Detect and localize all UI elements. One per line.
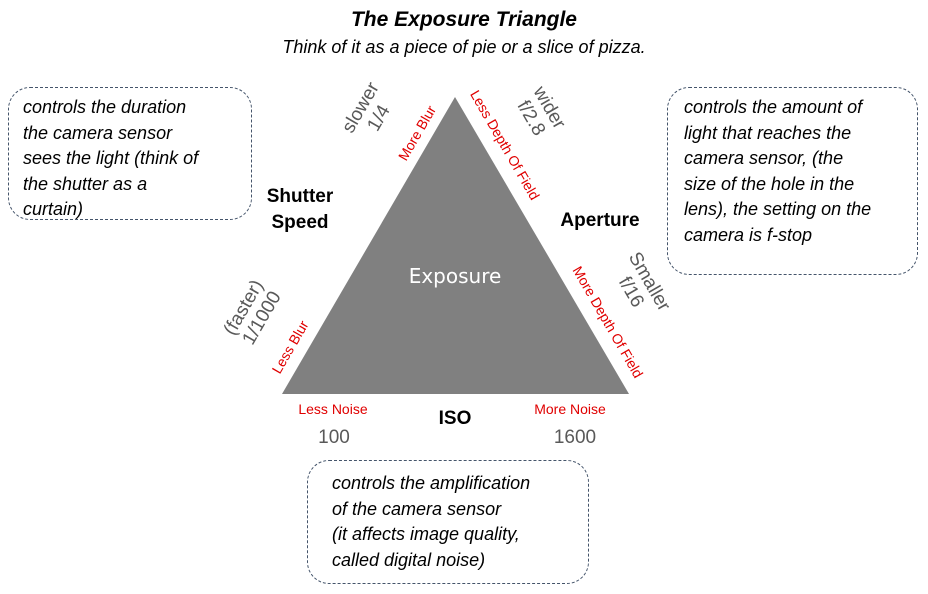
- more-noise-label: More Noise: [534, 401, 606, 417]
- description-line: called digital noise): [332, 549, 486, 570]
- aperture-description-box: controls the amount of light that reache…: [667, 87, 918, 275]
- description-line: of the camera sensor: [332, 498, 502, 519]
- description-line: controls the duration: [23, 97, 187, 117]
- shutter-speed-title: Shutter Speed: [250, 184, 350, 236]
- description-line: controls the amplification: [332, 473, 531, 493]
- aperture-title: Aperture: [560, 210, 640, 231]
- description-line: size of the hole in the: [684, 173, 855, 194]
- iso-title: ISO: [438, 408, 472, 429]
- exposure-triangle: [282, 97, 629, 394]
- description-line: curtain): [23, 199, 84, 219]
- description-line: camera is f-stop: [684, 224, 813, 245]
- title-line: Shutter: [266, 186, 334, 207]
- shutter-description-box: controls the duration the camera sensor …: [8, 87, 252, 220]
- page-subtitle: Think of it as a piece of pie or a slice…: [282, 37, 646, 57]
- less-noise-label: Less Noise: [298, 401, 368, 417]
- description-line: the camera sensor: [23, 122, 173, 143]
- description-line: (it affects image quality,: [332, 524, 520, 544]
- title-line: Speed: [271, 212, 329, 233]
- description-line: light that reaches the: [684, 122, 852, 143]
- iso-description-box: controls the amplification of the camera…: [307, 460, 589, 584]
- description-line: lens), the setting on the: [684, 199, 872, 219]
- description-line: sees the light (think of: [23, 148, 199, 168]
- description-line: the shutter as a: [23, 173, 148, 194]
- iso-1600-label: 1600: [553, 427, 597, 448]
- iso-100-label: 100: [318, 427, 350, 448]
- exposure-label: Exposure: [408, 264, 502, 288]
- page-title: The Exposure Triangle: [350, 8, 577, 31]
- description-line: controls the amount of: [684, 97, 863, 117]
- description-line: camera sensor, (the: [684, 148, 844, 168]
